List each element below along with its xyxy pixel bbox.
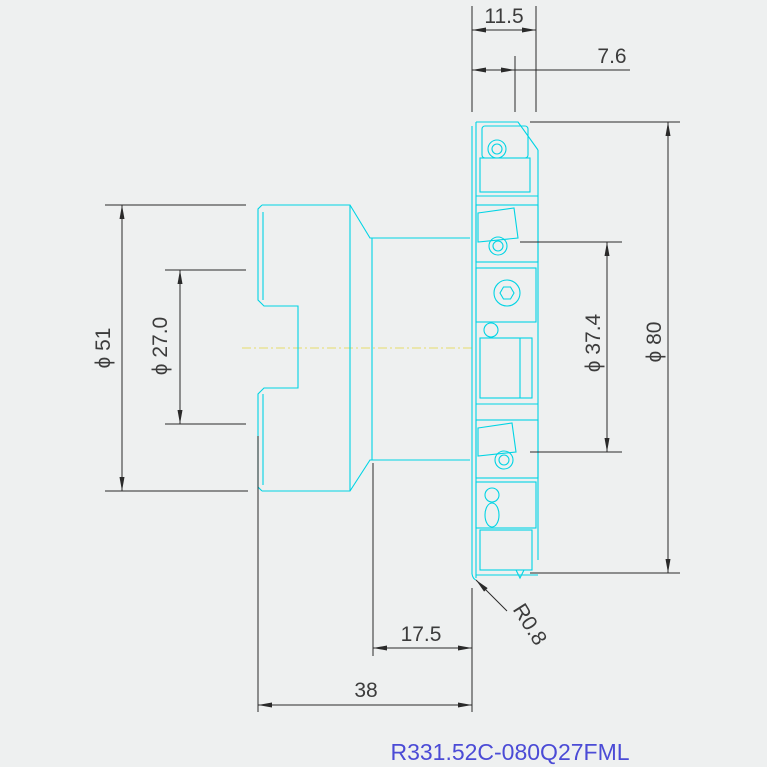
clamp-screw-icon [494, 450, 514, 470]
dimension-corner-radius: R0.8 [475, 579, 551, 650]
dimension-inner-diameter: ϕ 37.4 [520, 241, 622, 453]
shank-outline [257, 204, 470, 492]
dimension-label: ϕ 37.4 [582, 313, 605, 372]
dimension-label: 7.6 [597, 45, 626, 68]
dimension-label: ϕ 80 [643, 322, 666, 363]
coolant-hole-icon [483, 322, 499, 338]
wedge-slot-icon [484, 502, 500, 528]
dimension-insert-offset: 7.6 [472, 45, 630, 112]
clamp-screw-socket [498, 454, 510, 466]
hex-socket-icon [499, 286, 515, 300]
insert-pocket [479, 337, 533, 399]
insert-tip [515, 569, 525, 580]
dimension-neck-length: 17.5 [372, 463, 473, 712]
corner-radius-tip [471, 573, 477, 581]
insert-seat [479, 157, 531, 193]
insert-pocket [475, 204, 539, 263]
insert-seat [475, 481, 537, 529]
mounting-screw-pocket [475, 267, 537, 323]
head-top-edge [476, 121, 539, 151]
dimension-label: 11.5 [484, 5, 523, 28]
dimension-label: R0.8 [508, 600, 551, 650]
dimension-label: 38 [354, 679, 377, 702]
insert-pocket [479, 529, 533, 571]
mounting-screw-icon [493, 279, 521, 307]
clamp-screw-icon [488, 236, 508, 256]
shank-bottom-edge [262, 459, 470, 492]
dimension-head-width: 11.5 [471, 5, 537, 112]
coolant-hole-icon [484, 487, 500, 503]
clamp-screw-icon [487, 139, 507, 159]
dimension-cutter-diameter: ϕ 80 [530, 121, 680, 574]
cutting-insert [477, 207, 519, 243]
clamp-screw-socket [492, 240, 504, 252]
dimension-bore-diameter: ϕ 27.0 [149, 269, 246, 425]
shank-top-edge [262, 204, 470, 239]
part-number: R331.52C-080Q27FML [390, 739, 629, 765]
cutting-insert [477, 422, 517, 457]
dimension-shank-diameter: ϕ 51 [92, 204, 248, 492]
insert-pocket [475, 419, 539, 479]
leader-line [475, 579, 508, 612]
dimension-overall-length: 38 [257, 436, 472, 712]
dimension-label: 17.5 [401, 623, 442, 646]
dimension-label: ϕ 27.0 [149, 317, 172, 375]
clamp-screw-socket [491, 143, 503, 155]
dimension-label: ϕ 51 [92, 328, 115, 369]
cutter-head [471, 121, 539, 581]
